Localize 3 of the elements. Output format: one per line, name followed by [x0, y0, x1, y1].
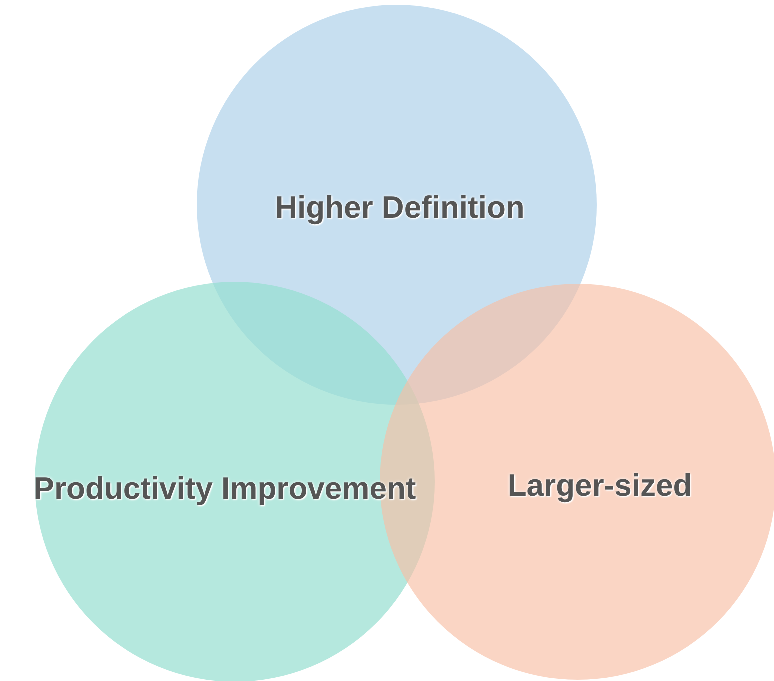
- circle-label: Larger-sized: [508, 468, 692, 504]
- circle-label: Higher Definition: [275, 190, 525, 226]
- circle-label: Productivity Improvement: [34, 471, 416, 507]
